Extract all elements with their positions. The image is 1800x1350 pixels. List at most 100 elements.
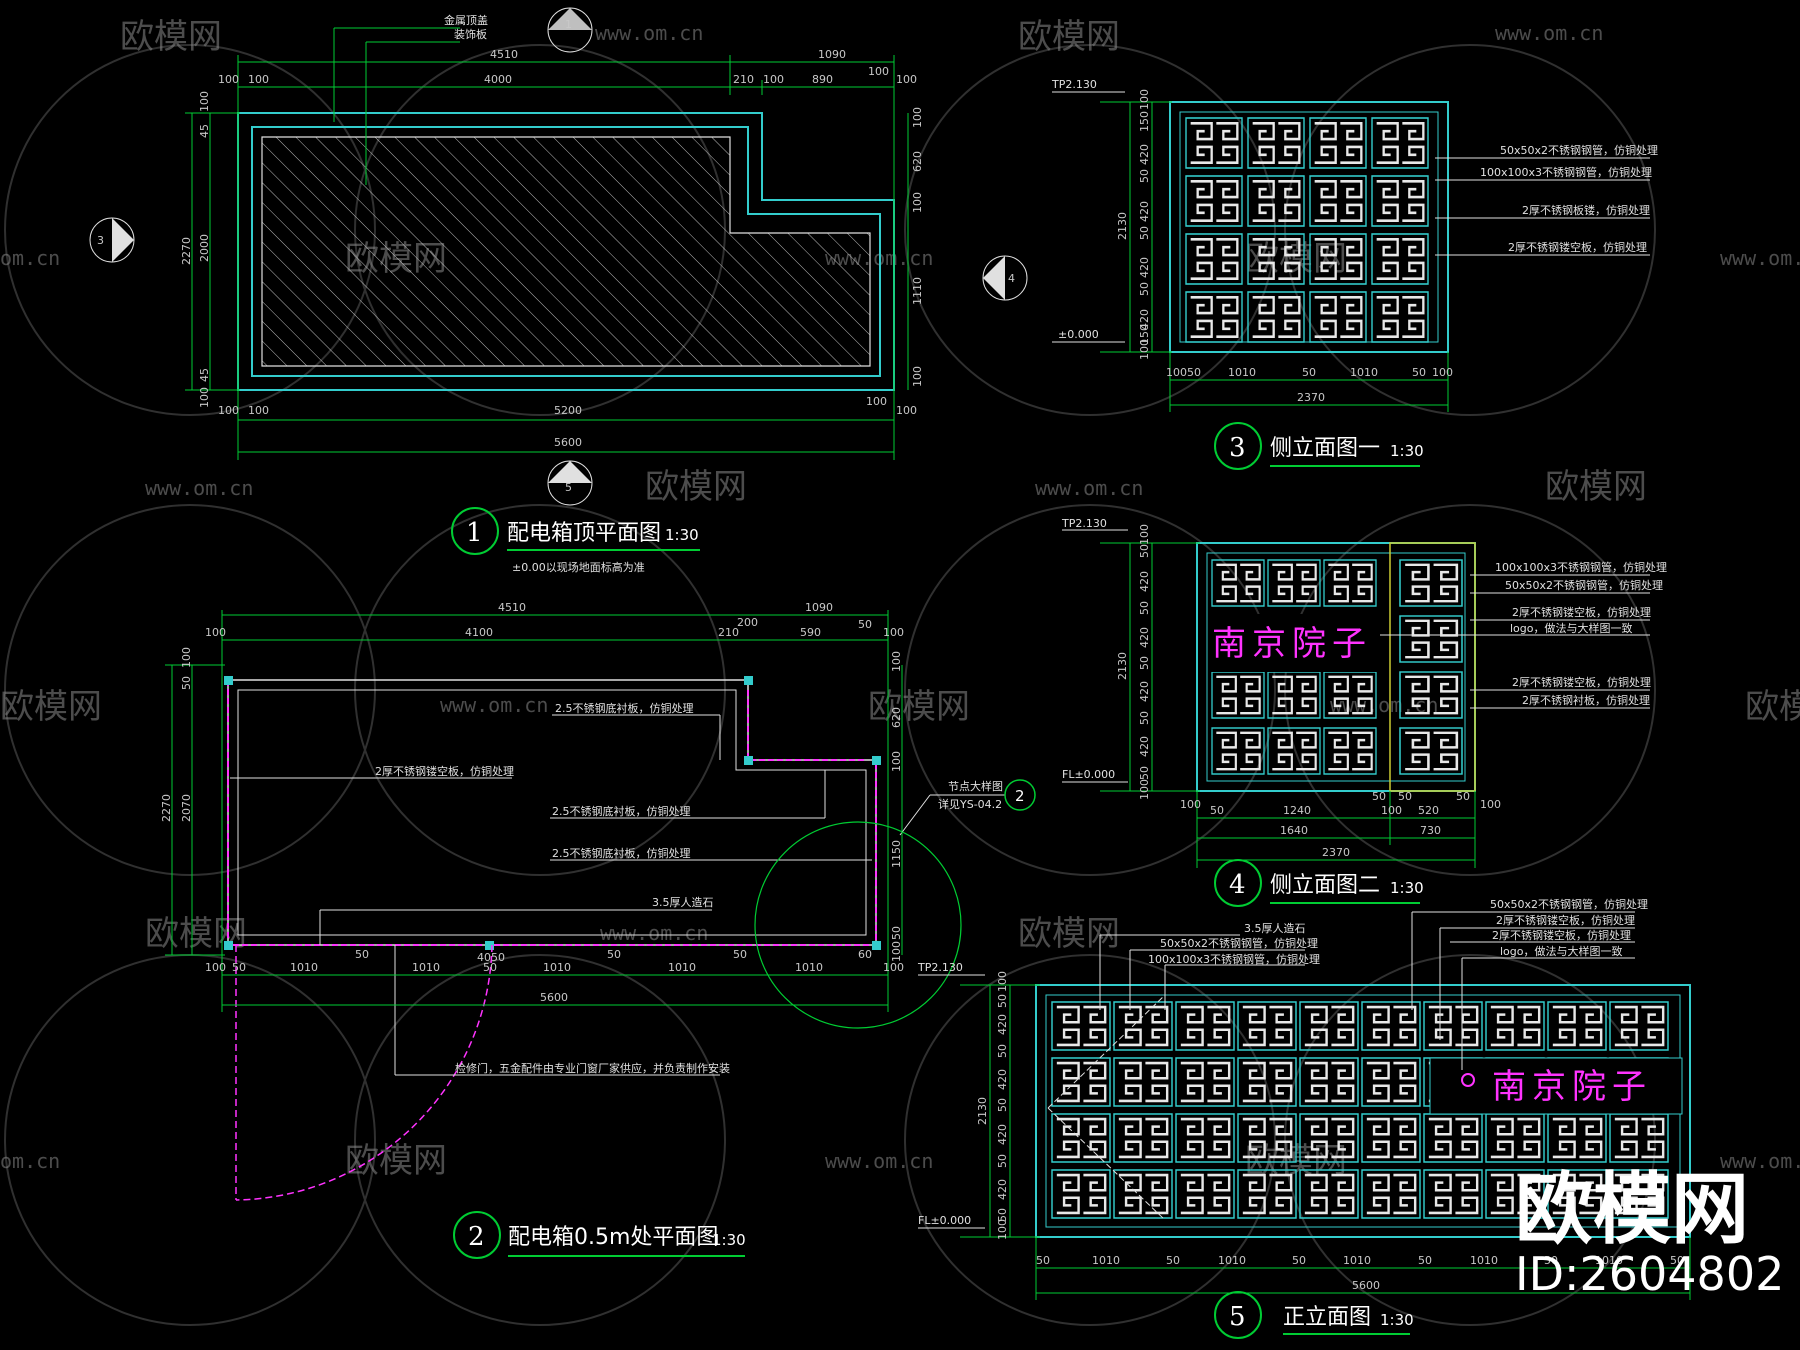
v5-total: 5600 <box>1352 1279 1380 1292</box>
v1-dim: 100 <box>198 91 211 112</box>
v1-dim: 100 <box>896 73 917 86</box>
wm-url: www.om.cn <box>1495 21 1603 45</box>
v3-level-bottom: ±0.000 <box>1058 328 1099 341</box>
lattice-tile <box>1050 1112 1112 1164</box>
v4-logo: 南京院子 <box>1212 624 1372 664</box>
lattice-tile <box>1484 1112 1546 1164</box>
v1-scale: 1:30 <box>665 526 699 544</box>
wm-url: www.om.cn <box>145 476 253 500</box>
section-marker-text: 1 <box>565 18 572 31</box>
v3-dim: 150 <box>1138 324 1151 345</box>
v2-dim: 1010 <box>290 961 318 974</box>
v3-title: 侧立面图一 <box>1270 436 1380 461</box>
lattice-tile <box>1608 1000 1670 1052</box>
v2-dim: 100 <box>890 651 903 672</box>
v3-dim: 420 <box>1138 309 1151 330</box>
v4-dim: 50 <box>1398 790 1412 803</box>
v5-dim: 50 <box>1292 1254 1306 1267</box>
v2-detail-1: 节点大样图 <box>948 779 1003 793</box>
lattice-tile <box>1210 558 1266 608</box>
wm-brand: 欧模网 <box>1018 914 1120 954</box>
section-marker: 4 <box>982 255 1028 301</box>
wm-brand: 欧模网 <box>1545 467 1647 507</box>
v2-detail-2: 详见YS-04.2 <box>938 797 1002 811</box>
v2-title: 配电箱0.5m处平面图 <box>508 1225 718 1250</box>
v4-label: 50x50x2不锈钢钢管，仿铜处理 <box>1505 578 1663 592</box>
wm-brand: 欧模网 <box>645 467 747 507</box>
v1-dim: 100 <box>896 404 917 417</box>
v2-dim: 60 <box>858 948 872 961</box>
v1-title: 配电箱顶平面图 <box>507 521 661 546</box>
view-4-side-elevation-2: 南京院子 100x100x3不锈钢钢管，仿铜处理 50x50x2不锈钢钢管，仿铜… <box>1061 517 1667 907</box>
v4-level-top: TP2.130 <box>1061 517 1107 530</box>
v3-dim: 50 <box>1412 366 1426 379</box>
lattice-tile <box>1174 1056 1236 1108</box>
v1-dim: 100 <box>248 73 269 86</box>
v4-dim: 730 <box>1420 824 1441 837</box>
wm-brand: 欧模网 <box>0 687 102 727</box>
v1-dim: 2000 <box>198 234 211 262</box>
v1-dim: 100 <box>198 387 211 408</box>
v5-dim: 1010 <box>1343 1254 1371 1267</box>
v1-dim: 100 <box>868 65 889 78</box>
v2-label: 2厚不锈钢镂空板，仿铜处理 <box>375 764 514 778</box>
v1-dim: 100 <box>866 395 887 408</box>
v1-dim: 890 <box>812 73 833 86</box>
v2-detail-num: 2 <box>1015 787 1025 805</box>
v1-dim: 1110 <box>911 277 924 305</box>
brand-watermark: 欧模网 <box>1515 1165 1749 1255</box>
v3-scale: 1:30 <box>1390 442 1424 460</box>
v5-dim: 50 <box>1418 1254 1432 1267</box>
lattice-tile <box>1236 1056 1298 1108</box>
v5-number: 5 <box>1229 1302 1246 1332</box>
v2-dim: 50 <box>483 961 497 974</box>
v5-dim: 1010 <box>1218 1254 1246 1267</box>
v2-dim: 2070 <box>180 794 193 822</box>
view-5-front-elevation: 南京院子 3.5厚人造石 50x50x2不锈钢钢管，仿铜处理 100x100x3… <box>917 897 1691 1339</box>
lattice-tile <box>1112 1000 1174 1052</box>
lattice-tile <box>1050 1056 1112 1108</box>
v3-dim: 50 <box>1138 169 1151 183</box>
lattice-tile <box>1370 116 1430 170</box>
v2-dim: 4050 <box>477 951 505 964</box>
wm-url: om.cn <box>0 1149 60 1173</box>
v3-level-top: TP2.130 <box>1051 78 1097 91</box>
v2-label: 检修门，五金配件由专业门窗厂家供应，并负责制作安装 <box>455 1061 730 1075</box>
v4-dim: 50 <box>1210 804 1224 817</box>
v1-left-total: 2270 <box>180 237 193 265</box>
lattice-tile <box>1546 1000 1608 1052</box>
lattice-tile <box>1484 1000 1546 1052</box>
v1-dim: 100 <box>248 404 269 417</box>
lattice-tile <box>1370 290 1430 344</box>
v1-dim: 210 <box>733 73 754 86</box>
lattice-tile <box>1184 232 1244 286</box>
v2-dim: 590 <box>800 626 821 639</box>
v5-label: logo，做法与大样图一致 <box>1500 944 1623 958</box>
v5-logo: 南京院子 <box>1492 1067 1652 1107</box>
v2-label: 2.5不锈钢底衬板，仿铜处理 <box>555 701 694 715</box>
view-2-section-plan: 2.5不锈钢底衬板，仿铜处理 2厚不锈钢镂空板，仿铜处理 2.5不锈钢底衬板，仿… <box>160 601 1036 1259</box>
v2-dim: 50 <box>180 676 193 690</box>
v2-dim: 50 <box>607 948 621 961</box>
v3-dim: 50 <box>1302 366 1316 379</box>
wm-url: www.om.cn <box>600 921 708 945</box>
lattice-tile <box>1246 174 1306 228</box>
v1-dim: 100 <box>218 73 239 86</box>
v5-level-bottom: FL±0.000 <box>918 1214 971 1227</box>
lattice-tile <box>1422 1112 1484 1164</box>
v5-label: 3.5厚人造石 <box>1244 921 1306 935</box>
v3-total: 2370 <box>1297 391 1325 404</box>
v3-dim: 100 <box>1138 339 1151 360</box>
v2-dim: 50 <box>355 948 369 961</box>
v4-label: 2厚不锈钢镂空板，仿铜处理 <box>1512 605 1651 619</box>
v1-dim: 100 <box>911 366 924 387</box>
v4-left-total: 2130 <box>1116 652 1129 680</box>
lattice-tile <box>1112 1112 1174 1164</box>
v4-number: 4 <box>1229 870 1246 900</box>
v3-dim: 420 <box>1138 201 1151 222</box>
v5-title: 正立面图 <box>1283 1305 1371 1330</box>
lattice-tile <box>1184 116 1244 170</box>
v2-scale: 1:30 <box>712 1231 746 1249</box>
v1-dim: 4510 <box>490 48 518 61</box>
